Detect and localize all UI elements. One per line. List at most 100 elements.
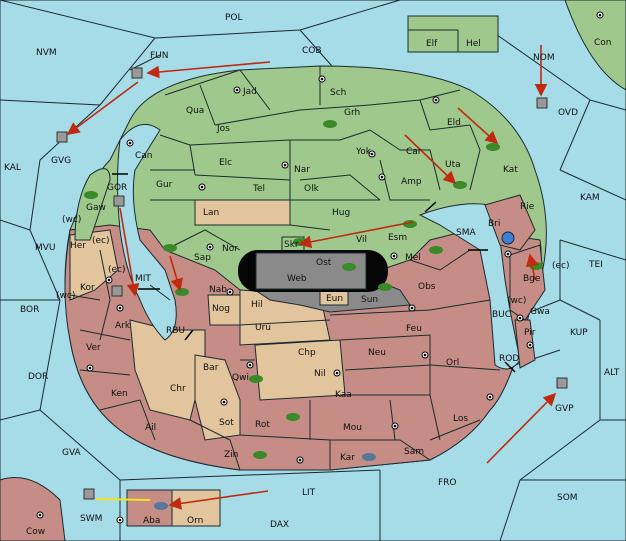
- svg-text:DAX: DAX: [270, 520, 289, 530]
- svg-text:(wc): (wc): [62, 215, 81, 225]
- svg-text:GVP: GVP: [555, 404, 574, 414]
- svg-text:GOR: GOR: [107, 183, 127, 193]
- army-icon: [286, 413, 300, 421]
- svg-text:Bri: Bri: [488, 219, 500, 229]
- army-icon: [403, 220, 417, 228]
- svg-text:TEI: TEI: [588, 260, 603, 270]
- province-labels: POL NVM FUN COB NOM Con KAL GVG OVD KAM …: [4, 13, 620, 537]
- svg-text:Kat: Kat: [503, 165, 518, 175]
- svg-text:Ark: Ark: [115, 321, 131, 331]
- svg-text:Chp: Chp: [298, 348, 316, 358]
- svg-text:NVM: NVM: [36, 48, 57, 58]
- support-line: [95, 498, 151, 501]
- svg-text:GVA: GVA: [62, 448, 82, 458]
- svg-text:Hug: Hug: [332, 208, 350, 218]
- svg-text:(ec): (ec): [552, 261, 570, 271]
- province-aba[interactable]: [126, 489, 173, 527]
- svg-text:Web: Web: [287, 274, 307, 284]
- svg-text:BOR: BOR: [20, 305, 39, 315]
- svg-text:SWM: SWM: [80, 514, 102, 524]
- svg-text:Sot: Sot: [219, 418, 234, 428]
- svg-text:Zin: Zin: [224, 450, 238, 460]
- svg-text:NOM: NOM: [533, 53, 555, 63]
- svg-text:Rot: Rot: [255, 420, 270, 430]
- svg-text:Her: Her: [70, 241, 86, 251]
- svg-text:Qua: Qua: [186, 106, 204, 116]
- svg-text:Eun: Eun: [326, 294, 343, 304]
- province-gaw[interactable]: [74, 168, 111, 241]
- province-bri[interactable]: [484, 194, 536, 251]
- fleet-icon: [536, 97, 548, 109]
- army-icon: [342, 263, 356, 271]
- svg-text:Nog: Nog: [212, 304, 230, 314]
- svg-text:Hil: Hil: [251, 300, 263, 310]
- svg-text:Kar: Kar: [340, 453, 355, 463]
- svg-text:(wc): (wc): [507, 296, 526, 306]
- svg-text:Ver: Ver: [86, 343, 101, 353]
- svg-text:Bar: Bar: [203, 363, 219, 373]
- fleet-icon: [111, 285, 123, 297]
- svg-text:Con: Con: [594, 38, 612, 48]
- army-icon: [486, 143, 500, 151]
- svg-text:Mel: Mel: [405, 253, 421, 263]
- svg-text:(ec): (ec): [108, 265, 126, 275]
- svg-text:Chr: Chr: [170, 384, 186, 394]
- svg-text:MVU: MVU: [35, 243, 56, 253]
- svg-text:Obs: Obs: [418, 282, 436, 292]
- svg-text:Kaa: Kaa: [335, 390, 352, 400]
- svg-text:Gwa: Gwa: [530, 307, 550, 317]
- svg-text:Sch: Sch: [330, 88, 346, 98]
- fleet-icon: [131, 67, 143, 79]
- svg-text:Jos: Jos: [216, 124, 230, 134]
- svg-text:(ec): (ec): [92, 236, 110, 246]
- army-icon: [154, 502, 168, 510]
- svg-text:Jad: Jad: [242, 87, 257, 97]
- svg-text:Ail: Ail: [145, 423, 156, 433]
- province-lan[interactable]: [194, 199, 291, 226]
- svg-text:Neu: Neu: [368, 348, 386, 358]
- svg-text:(wc): (wc): [56, 291, 75, 301]
- fleet-icon: [83, 488, 95, 500]
- sea-inner-east: [418, 203, 521, 370]
- svg-text:Bge: Bge: [523, 274, 541, 284]
- svg-text:Olk: Olk: [304, 184, 320, 194]
- supply-centers: [36, 11, 604, 524]
- svg-text:LIT: LIT: [302, 488, 316, 498]
- svg-text:Qwi: Qwi: [232, 373, 249, 383]
- sea-inner-west: [117, 123, 177, 341]
- svg-text:Gur: Gur: [156, 180, 173, 190]
- svg-text:SOM: SOM: [557, 493, 578, 503]
- svg-text:RBU: RBU: [166, 326, 185, 336]
- svg-text:Yok: Yok: [355, 147, 372, 157]
- svg-text:Elf: Elf: [426, 39, 438, 49]
- svg-text:SMA: SMA: [456, 228, 476, 238]
- svg-text:Lan: Lan: [203, 208, 219, 218]
- svg-text:Ken: Ken: [111, 389, 128, 399]
- svg-text:Los: Los: [453, 414, 468, 424]
- svg-text:Gaw: Gaw: [86, 203, 106, 213]
- svg-text:FRO: FRO: [438, 478, 457, 488]
- svg-text:GVG: GVG: [51, 156, 71, 166]
- svg-text:ROD: ROD: [499, 354, 519, 364]
- svg-text:Skr: Skr: [284, 240, 299, 250]
- svg-text:BUC: BUC: [492, 310, 511, 320]
- svg-text:KAM: KAM: [580, 193, 600, 203]
- order-arrows: [66, 45, 557, 510]
- svg-text:FUN: FUN: [150, 51, 169, 61]
- svg-text:Sap: Sap: [194, 253, 211, 263]
- army-icon: [249, 375, 263, 383]
- army-icon: [84, 191, 98, 199]
- svg-text:Nil: Nil: [314, 369, 326, 379]
- svg-text:KUP: KUP: [570, 328, 588, 338]
- island-elf-hel[interactable]: [407, 15, 499, 53]
- svg-text:Sun: Sun: [361, 295, 378, 305]
- svg-text:Hel: Hel: [466, 39, 481, 49]
- svg-text:Can: Can: [135, 151, 153, 161]
- svg-text:Nar: Nar: [294, 165, 310, 175]
- army-icon: [453, 181, 467, 189]
- province-pir[interactable]: [514, 319, 536, 369]
- province-cow[interactable]: [0, 477, 66, 541]
- svg-text:Amp: Amp: [401, 177, 422, 187]
